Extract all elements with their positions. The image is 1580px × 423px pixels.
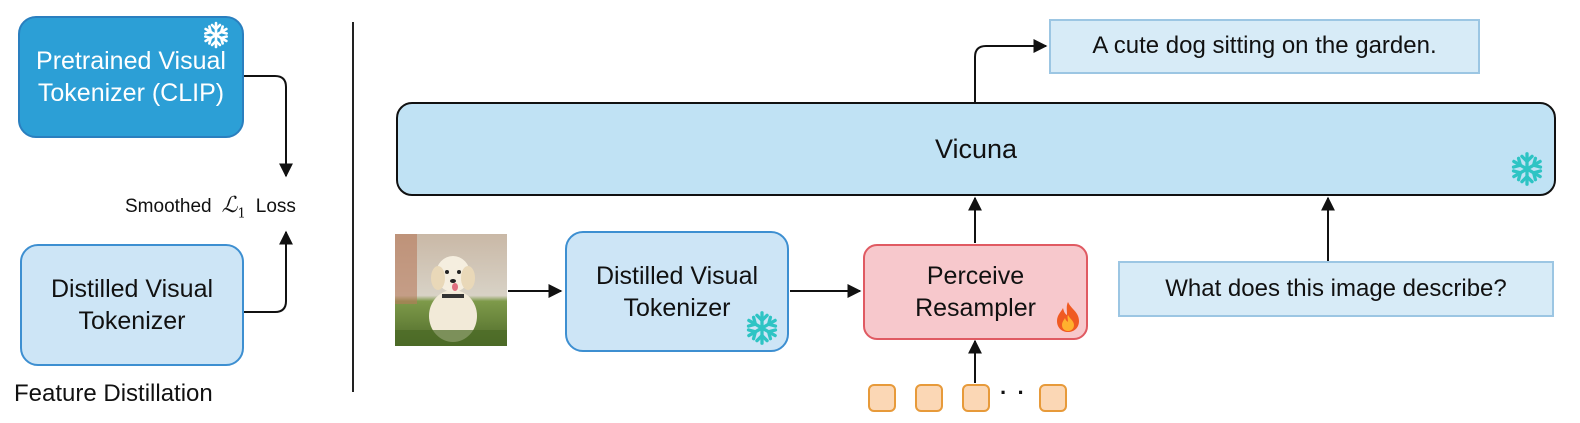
loss-symbol: ℒ1 (222, 193, 246, 221)
query-token-ellipsis: · · (1000, 380, 1027, 405)
output-text-box: A cute dog sitting on the garden. (1049, 19, 1480, 74)
feature-distillation-caption: Feature Distillation (14, 380, 213, 407)
pretrained-box-line1: Pretrained Visual (36, 47, 226, 75)
snowflake-icon (1511, 152, 1543, 186)
loss-symbol-letter: ℒ (221, 193, 238, 218)
distilled-right-line2: Tokenizer (623, 293, 731, 322)
resampler-line2: Resampler (915, 294, 1036, 322)
output-text: A cute dog sitting on the garden. (1092, 32, 1437, 60)
vicuna-to-output-arrow (974, 39, 1048, 102)
resampler-line1: Perceive (926, 262, 1025, 290)
query-token (915, 384, 943, 412)
pretrained-to-loss-arrow (243, 75, 293, 178)
fire-icon (1057, 302, 1079, 332)
distilled-to-loss-arrow (243, 230, 293, 313)
loss-label-suffix: Loss (255, 196, 296, 217)
question-text: What does this image describe? (1165, 274, 1507, 302)
snowflake-icon (746, 311, 778, 345)
loss-label: Smoothed ℒ1 Loss (125, 193, 296, 221)
input-dog-image (395, 234, 507, 346)
loss-symbol-subscript: 1 (237, 206, 246, 222)
distilled-left-line1: Distilled Visual (50, 275, 214, 303)
distilled-left-line2: Tokenizer (78, 307, 186, 335)
perceive-resampler-box: Perceive Resampler (863, 244, 1088, 340)
vicuna-llm-box: Vicuna (396, 102, 1556, 196)
distilled-visual-tokenizer-box-left: Distilled Visual Tokenizer (20, 244, 244, 366)
query-token (1039, 384, 1067, 412)
vicuna-label: Vicuna (934, 133, 1018, 164)
question-text-box: What does this image describe? (1118, 261, 1554, 317)
snowflake-icon (204, 21, 228, 49)
distilled-right-line1: Distilled Visual (595, 261, 759, 290)
loss-label-prefix: Smoothed (125, 196, 212, 217)
query-token (962, 384, 990, 412)
query-token (868, 384, 896, 412)
pretrained-box-line2: Tokenizer (CLIP) (37, 79, 225, 107)
